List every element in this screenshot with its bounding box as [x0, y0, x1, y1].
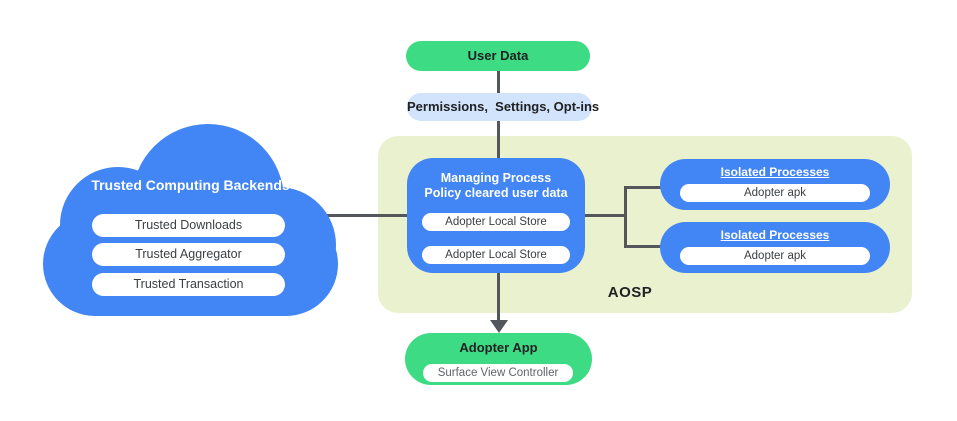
user-data-node: User Data: [406, 41, 590, 71]
aosp-label: AOSP: [607, 284, 653, 301]
adopter-local-store-pill: Adopter Local Store: [422, 246, 570, 264]
adopter-app-node: Adopter App Surface View Controller: [405, 333, 592, 385]
cloud-item-trusted-transaction: Trusted Transaction: [92, 273, 285, 296]
isolated-process-title: Isolated Processes: [720, 228, 830, 242]
managing-process-title-line1: Managing Process: [440, 171, 552, 185]
adopter-apk-pill: Adopter apk: [680, 247, 870, 265]
trusted-computing-backends-cloud: Trusted Computing Backends Trusted Downl…: [43, 120, 338, 316]
permissions-settings-optins-node: Permissions, Settings, Opt-ins: [407, 93, 599, 121]
connector-cloud-managing: [322, 214, 408, 217]
connector-bracket-isolated-2: [624, 245, 662, 248]
adopter-app-title: Adopter App: [459, 340, 538, 355]
connector-userdata-permissions: [497, 71, 500, 94]
connector-permissions-managing: [497, 120, 500, 159]
isolated-process-title: Isolated Processes: [720, 165, 830, 179]
connector-bracket-isolated-1: [624, 186, 662, 189]
surface-view-controller-pill: Surface View Controller: [423, 364, 573, 382]
adopter-apk-pill: Adopter apk: [680, 184, 870, 202]
managing-process-title: Managing Process Policy cleared user dat…: [407, 171, 585, 201]
arrow-down-icon: [490, 320, 508, 333]
connector-managing-bracket: [584, 214, 627, 217]
cloud-item-trusted-aggregator: Trusted Aggregator: [92, 243, 285, 266]
connector-bracket-vertical: [624, 186, 627, 248]
cloud-item-trusted-downloads: Trusted Downloads: [92, 214, 285, 237]
cloud-title: Trusted Computing Backends: [91, 177, 290, 193]
adopter-local-store-pill: Adopter Local Store: [422, 213, 570, 231]
connector-managing-adopterapp: [497, 272, 500, 321]
isolated-process-node: Isolated Processes Adopter apk: [660, 159, 890, 210]
managing-process-node: Managing Process Policy cleared user dat…: [407, 158, 585, 273]
managing-process-title-line2: Policy cleared user data: [424, 186, 568, 200]
isolated-process-node: Isolated Processes Adopter apk: [660, 222, 890, 273]
